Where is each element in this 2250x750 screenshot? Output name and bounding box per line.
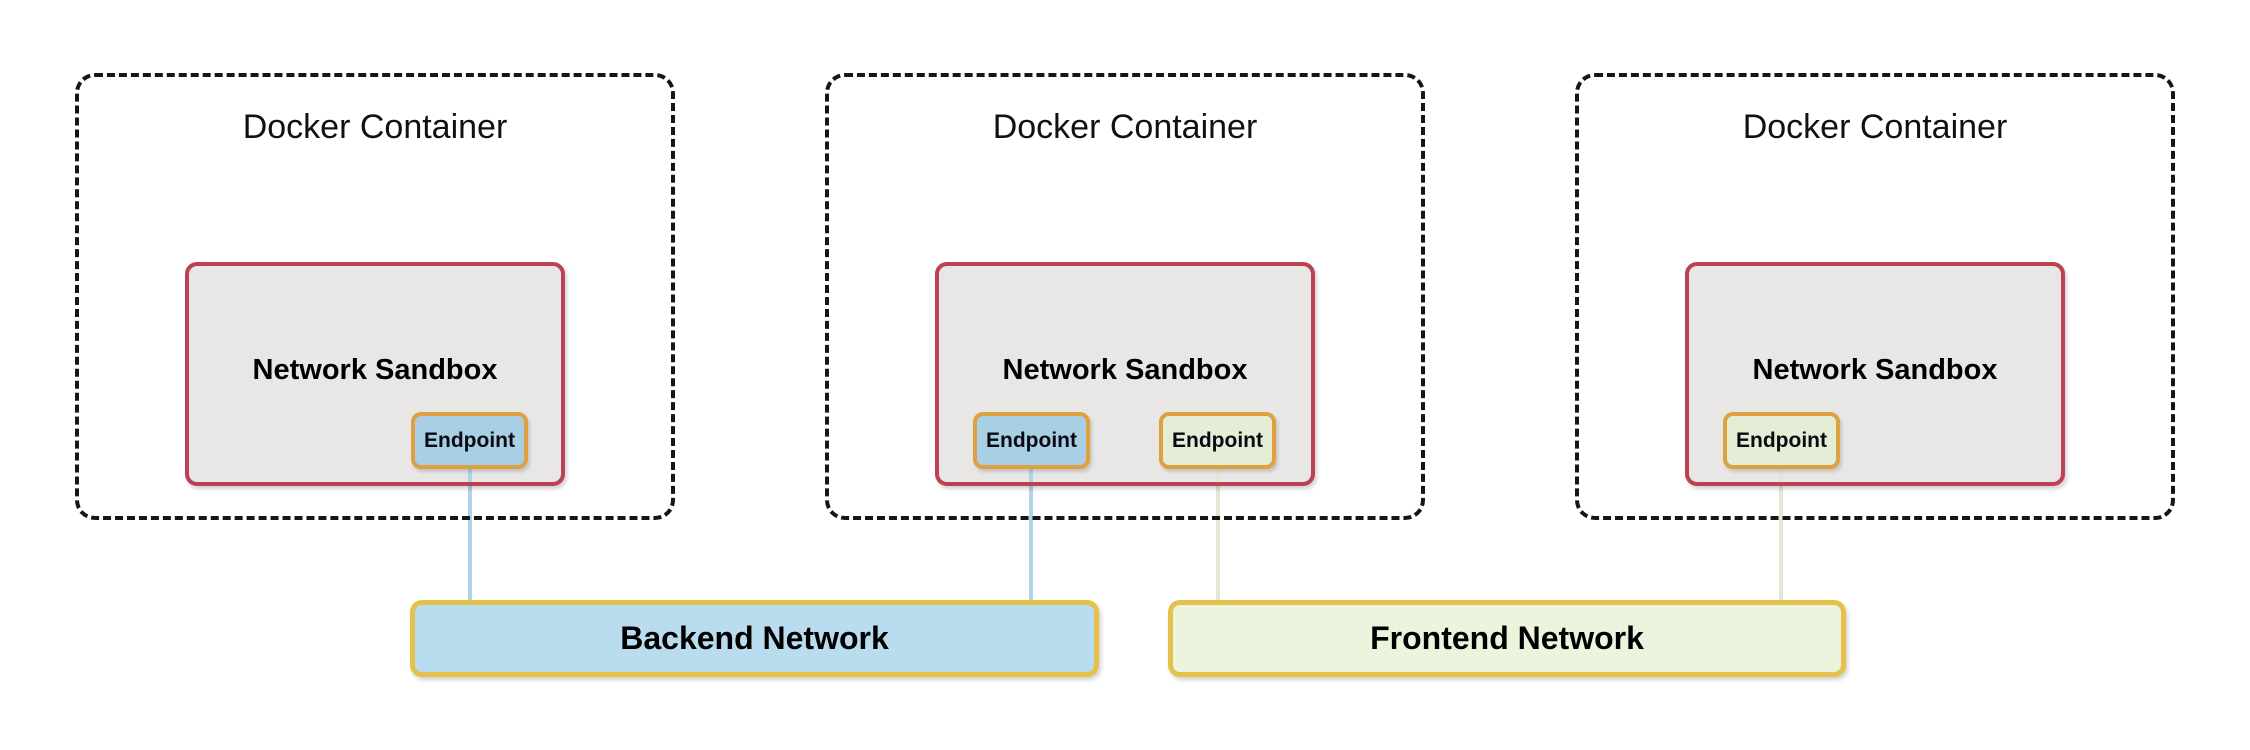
network-sandbox-2: Network Sandbox Endpoint Endpoint (935, 262, 1315, 486)
docker-container-2-title: Docker Container (992, 108, 1258, 146)
endpoint-frontend-2: Endpoint (1723, 412, 1840, 469)
docker-container-3-title: Docker Container (1742, 108, 2008, 146)
docker-container-1: Docker Container Network Sandbox Endpoin… (75, 73, 675, 520)
network-sandbox-3-label: Network Sandbox (1752, 354, 1998, 386)
connector-stub-backend-1 (468, 466, 472, 482)
connector-stub-frontend-2 (1779, 466, 1783, 482)
network-sandbox-3: Network Sandbox Endpoint (1685, 262, 2065, 486)
network-sandbox-1-label: Network Sandbox (252, 354, 498, 386)
connector-line-backend-2 (1029, 486, 1033, 602)
docker-container-1-title: Docker Container (242, 108, 508, 146)
docker-container-2: Docker Container Network Sandbox Endpoin… (825, 73, 1425, 520)
docker-container-3: Docker Container Network Sandbox Endpoin… (1575, 73, 2175, 520)
backend-network: Backend Network (410, 600, 1099, 677)
connector-line-backend-1 (468, 486, 472, 602)
connector-stub-backend-2 (1029, 466, 1033, 482)
endpoint-backend-2: Endpoint (973, 412, 1090, 469)
frontend-network: Frontend Network (1168, 600, 1846, 677)
endpoint-backend-1: Endpoint (411, 412, 528, 469)
connector-stub-frontend-1 (1216, 466, 1220, 482)
connector-line-frontend-1 (1216, 486, 1220, 602)
endpoint-frontend-1: Endpoint (1159, 412, 1276, 469)
network-sandbox-1: Network Sandbox Endpoint (185, 262, 565, 486)
connector-line-frontend-2 (1779, 486, 1783, 602)
network-sandbox-2-label: Network Sandbox (1002, 354, 1248, 386)
